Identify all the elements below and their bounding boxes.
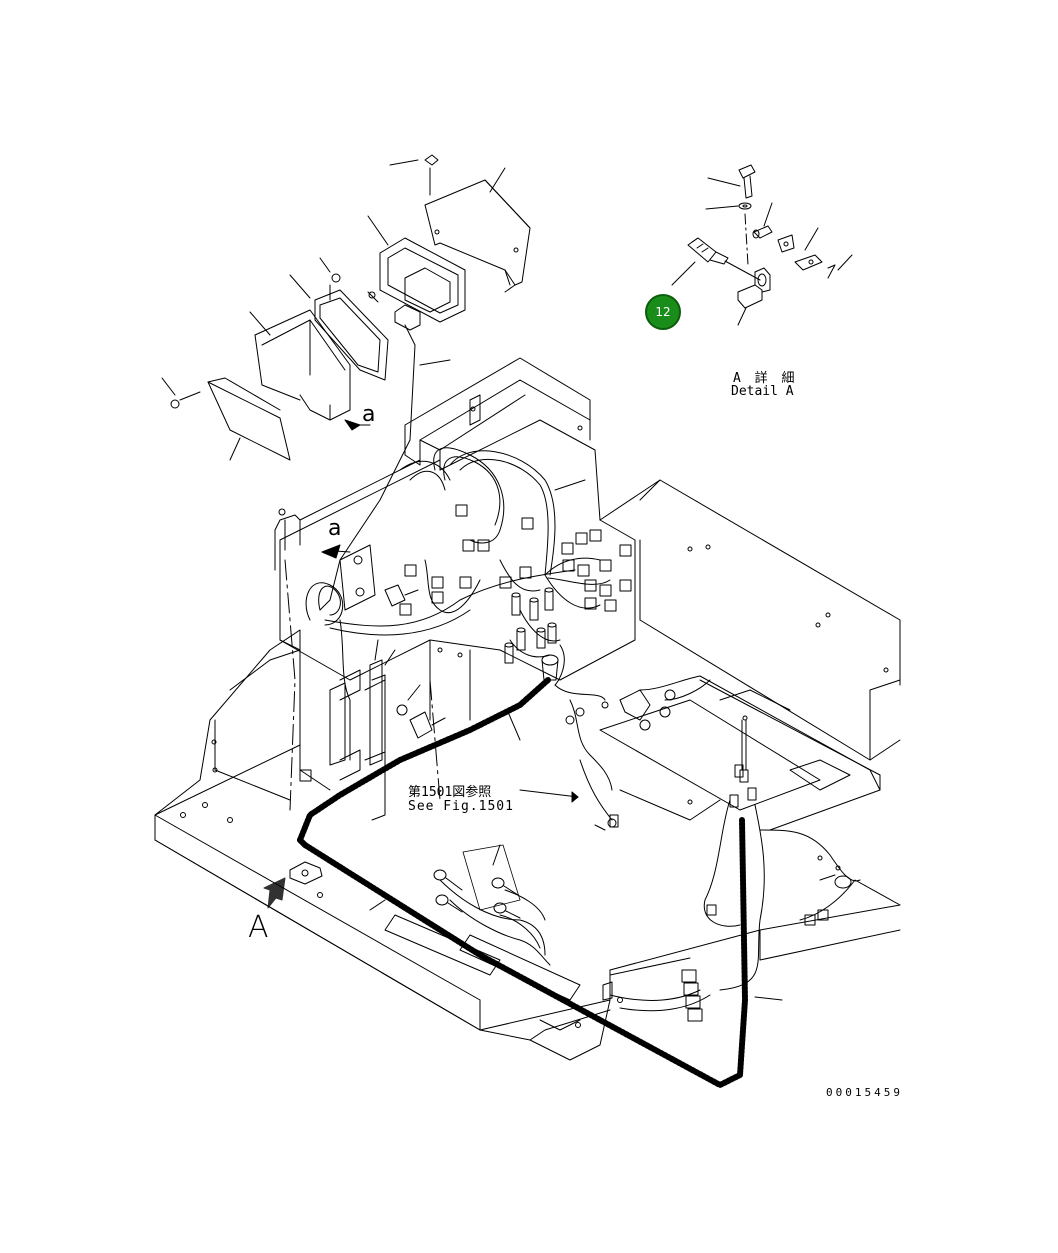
connector-blocks [300,505,851,1021]
clamp-bracket [330,585,520,820]
console-cabinet [275,358,635,810]
see-fig-label-en: See Fig.1501 [408,799,514,814]
view-arrow-A-label: A [248,910,269,945]
detail-a-drawing [672,165,852,325]
view-arrow-A [264,862,322,908]
view-arrow-a-top [345,420,370,430]
drawing-number: 00015459 [826,1086,903,1099]
view-arrow-a-mid [322,545,350,558]
wire-harness [306,448,900,1011]
callout-12-label: 12 [655,305,671,319]
top-cover [390,155,530,292]
callout-12[interactable]: 12 [645,294,681,330]
monitor-display [320,216,465,610]
detail-a-label-ja: A 詳 細 [733,371,798,386]
bezel-plates [162,258,450,460]
corrugated-conduit [300,680,745,1085]
view-a-label-mid: a [328,516,342,541]
detail-a-label-en: Detail A [731,384,794,399]
see-fig-label-ja: 第1501図参照 [408,785,492,800]
view-a-label-top: a [362,402,376,427]
leader-lines [463,480,782,1000]
